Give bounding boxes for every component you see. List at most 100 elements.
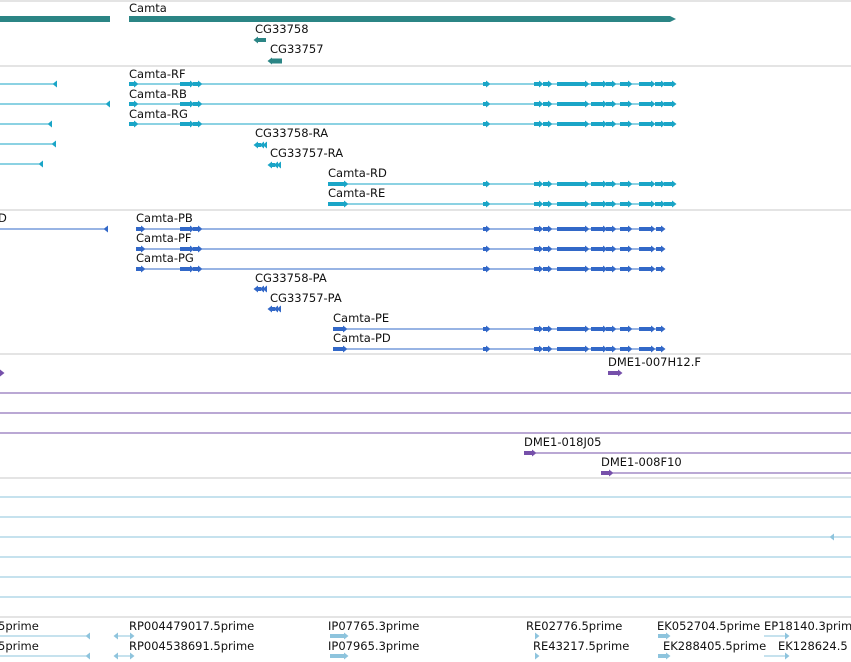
clone-label[interactable]: DME1-008F10 bbox=[601, 455, 682, 469]
exon-block bbox=[534, 182, 539, 186]
gene-label[interactable]: CG33757 bbox=[270, 42, 324, 56]
exon-block bbox=[543, 247, 548, 251]
strand-arrow-icon bbox=[535, 632, 540, 640]
est-label[interactable]: IP07965.3prime bbox=[328, 639, 420, 653]
protein-label[interactable]: Camta-PD bbox=[333, 331, 391, 345]
exon-block bbox=[620, 227, 628, 231]
protein-label[interactable]: Camta-PG bbox=[136, 251, 194, 265]
est-label[interactable]: RP004538691.5prime bbox=[129, 639, 255, 653]
strand-arrow-icon bbox=[486, 120, 491, 128]
exon-block bbox=[591, 102, 603, 106]
exon-block bbox=[620, 182, 628, 186]
strand-arrow-icon bbox=[344, 180, 349, 188]
strand-arrow-icon bbox=[651, 265, 656, 273]
clone-label[interactable]: DME1-018J05 bbox=[524, 435, 602, 449]
exon-block bbox=[664, 202, 672, 206]
strand-arrow-icon bbox=[603, 120, 608, 128]
strand-arrow-icon bbox=[548, 180, 553, 188]
strand-arrow-icon bbox=[486, 100, 491, 108]
strand-arrow-icon bbox=[190, 80, 195, 88]
transcript-label[interactable]: Camta-RE bbox=[328, 186, 386, 200]
exon-block bbox=[656, 327, 661, 331]
strand-arrow-icon bbox=[651, 225, 656, 233]
transcript-label[interactable]: CG33757-RA bbox=[270, 146, 344, 160]
est-label[interactable]: RE43217.5prime bbox=[533, 639, 630, 653]
transcript-label[interactable]: Camta-RB bbox=[129, 87, 187, 101]
exon-block bbox=[483, 347, 486, 351]
gene-label[interactable]: Camta bbox=[129, 1, 167, 15]
clone-label[interactable]: DME1-007H12.F bbox=[608, 355, 702, 369]
exon-block bbox=[620, 102, 628, 106]
exon-block bbox=[543, 182, 548, 186]
exon-block bbox=[557, 267, 585, 271]
strand-arrow-icon bbox=[661, 120, 666, 128]
exon-block bbox=[129, 82, 134, 86]
protein-label[interactable]: Camta-PF bbox=[136, 231, 192, 245]
strand-arrow-icon bbox=[651, 345, 656, 353]
exon-block bbox=[328, 202, 344, 206]
est-label[interactable]: EP18140.3prime bbox=[764, 619, 851, 633]
est-label[interactable]: EK128624.5 bbox=[778, 639, 848, 653]
est-label[interactable]: EK288405.5prime bbox=[663, 639, 767, 653]
strand-arrow-icon bbox=[666, 652, 671, 660]
exon-block bbox=[639, 267, 651, 271]
strand-arrow-icon bbox=[548, 345, 553, 353]
protein-label[interactable]: CG33757-PA bbox=[270, 291, 342, 305]
est-label[interactable]: RP004479017.5prime bbox=[129, 619, 255, 633]
exon-block bbox=[656, 227, 661, 231]
clone-block bbox=[524, 451, 532, 455]
exon-block bbox=[639, 347, 651, 351]
protein-label[interactable]: Camta-PE bbox=[333, 311, 390, 325]
protein-label[interactable]: CG33758-PA bbox=[255, 271, 327, 285]
transcript-label[interactable]: CG33758-RA bbox=[255, 126, 329, 140]
est-label[interactable]: 5prime bbox=[0, 639, 39, 653]
transcript-label[interactable]: Camta-RG bbox=[129, 107, 188, 121]
strand-arrow-icon bbox=[672, 120, 677, 128]
protein-label[interactable]: D bbox=[0, 211, 7, 225]
strand-arrow-icon bbox=[585, 120, 590, 128]
exon-block bbox=[483, 122, 486, 126]
est-label[interactable]: 5prime bbox=[0, 619, 39, 633]
clone-block bbox=[608, 371, 618, 375]
protein-label[interactable]: Camta-PB bbox=[136, 211, 193, 225]
exon-block bbox=[606, 247, 612, 251]
est-label[interactable]: EK052704.5prime bbox=[657, 619, 761, 633]
exon-block bbox=[606, 102, 612, 106]
strand-arrow-icon bbox=[585, 200, 590, 208]
exon-block bbox=[557, 202, 585, 206]
exon-block bbox=[180, 122, 190, 126]
strand-arrow-icon bbox=[612, 325, 617, 333]
exon-block bbox=[543, 327, 548, 331]
exon-block bbox=[606, 82, 612, 86]
gene-block bbox=[272, 58, 282, 64]
exon-block bbox=[193, 247, 198, 251]
strand-arrow-icon bbox=[618, 369, 623, 377]
exon-block bbox=[655, 122, 661, 126]
strand-arrow-icon bbox=[585, 265, 590, 273]
exon-block bbox=[620, 82, 628, 86]
gene-label[interactable]: CG33758 bbox=[255, 22, 309, 36]
strand-arrow-icon bbox=[585, 225, 590, 233]
est-block bbox=[658, 654, 666, 658]
strand-arrow-icon bbox=[612, 245, 617, 253]
exon-block bbox=[655, 102, 661, 106]
est-block bbox=[658, 634, 666, 638]
strand-arrow-icon bbox=[190, 120, 195, 128]
strand-arrow-icon bbox=[253, 141, 258, 149]
exon-block bbox=[534, 227, 539, 231]
exon-block bbox=[591, 202, 603, 206]
est-label[interactable]: RE02776.5prime bbox=[526, 619, 623, 633]
strand-arrow-icon bbox=[539, 225, 544, 233]
strand-arrow-icon bbox=[47, 120, 52, 128]
strand-arrow-icon bbox=[190, 245, 195, 253]
est-label[interactable]: IP07765.3prime bbox=[328, 619, 420, 633]
transcript-label[interactable]: Camta-RD bbox=[328, 166, 387, 180]
transcript-label[interactable]: Camta-RF bbox=[129, 67, 186, 81]
strand-arrow-icon bbox=[651, 245, 656, 253]
strand-arrow-icon bbox=[262, 141, 267, 149]
strand-arrow-icon bbox=[535, 652, 540, 660]
exon-block bbox=[333, 347, 343, 351]
exon-block bbox=[483, 327, 486, 331]
